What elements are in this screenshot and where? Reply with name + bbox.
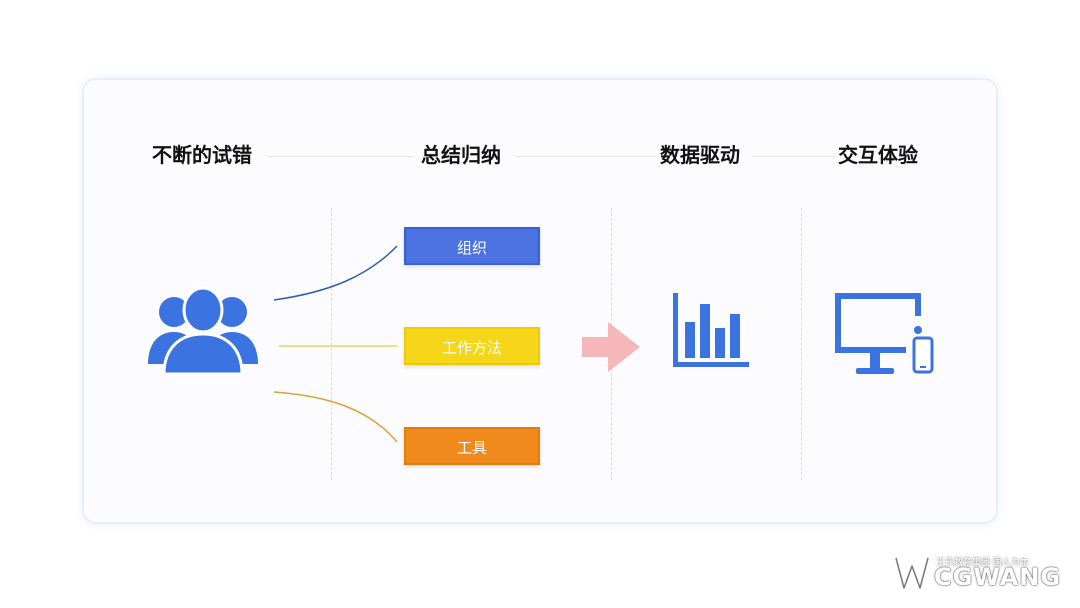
- branch-curve-tools: [273, 391, 398, 443]
- arrow-right-icon: [582, 322, 640, 372]
- column-divider: [331, 208, 332, 480]
- stage-title-summary: 总结归纳: [421, 143, 501, 167]
- watermark-brand: CGWANG: [934, 563, 1062, 591]
- stage-title-data: 数据驱动: [660, 143, 740, 167]
- users-icon: [148, 286, 258, 376]
- connector-line: [516, 156, 656, 157]
- column-divider: [801, 208, 802, 480]
- stage-title-trial: 不断的试错: [152, 143, 252, 167]
- bar-chart-icon: [673, 293, 749, 367]
- box-work-method: 工作方法: [404, 327, 540, 365]
- stage-title-interaction: 交互体验: [838, 143, 918, 167]
- box-tools: 工具: [404, 427, 540, 465]
- monitor-phone-icon: [835, 293, 934, 374]
- box-organization: 组织: [404, 227, 540, 265]
- logo-mark: [893, 557, 931, 591]
- branch-curve-organization: [273, 245, 398, 301]
- watermark-tagline: 王氏教育集团 国人为本: [936, 558, 1029, 568]
- connector-line: [268, 156, 414, 157]
- connector-line: [752, 156, 836, 157]
